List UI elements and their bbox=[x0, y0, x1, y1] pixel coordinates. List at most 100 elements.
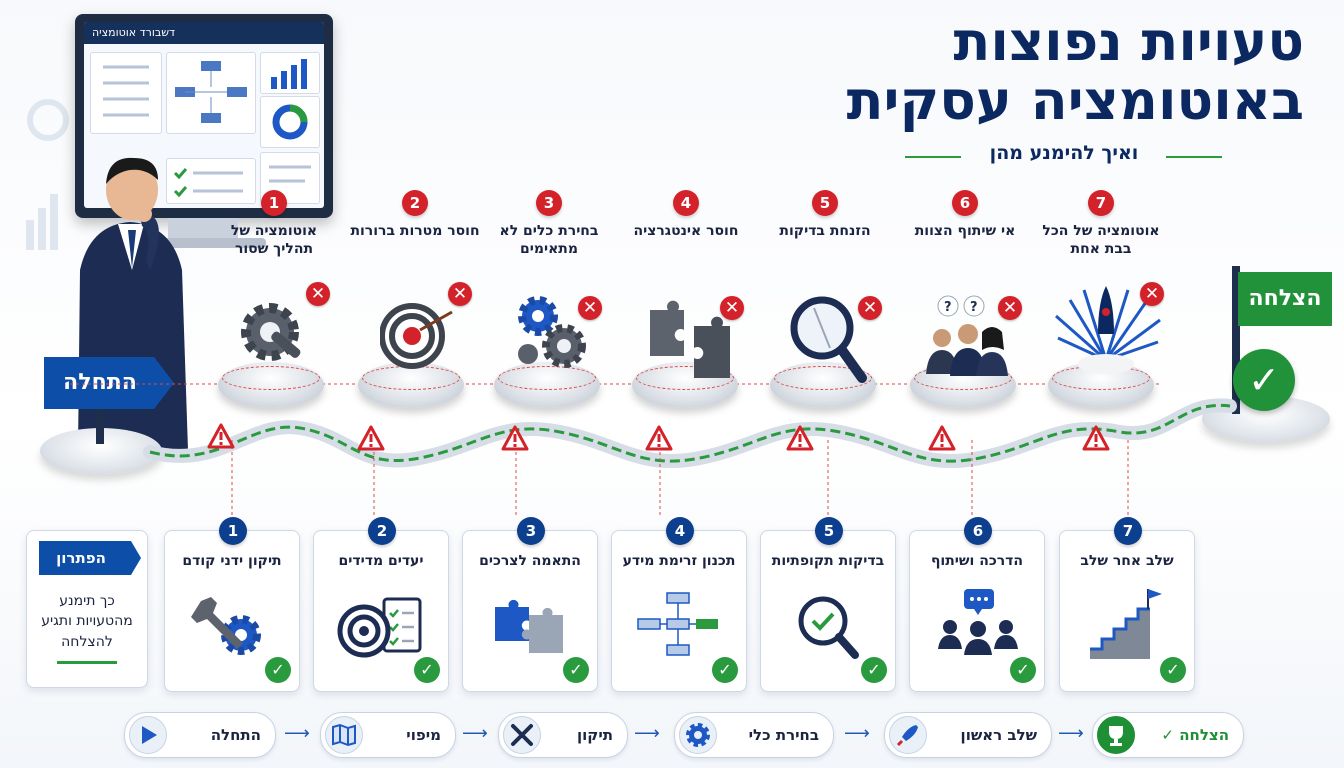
check-icon: ✓ bbox=[1010, 657, 1036, 683]
mistake-7: 7 אוטומציה של הכל בבת אחת bbox=[1036, 190, 1166, 262]
card-number: 4 bbox=[666, 517, 694, 545]
mistake-number: 3 bbox=[536, 190, 562, 216]
flowchart-icon bbox=[637, 592, 718, 656]
solution-card-4: 4 תכנון זרימת מידע ✓ bbox=[611, 517, 747, 692]
solution-underline bbox=[57, 661, 117, 664]
mistake-number: 2 bbox=[402, 190, 428, 216]
success-check-icon: ✓ bbox=[1233, 349, 1295, 411]
solution-tag-label: הפתרון bbox=[56, 549, 106, 567]
screen-donut-panel bbox=[260, 96, 320, 148]
solution-card: הפתרון כך תימנע מהטעויות ותגיע להצלחה bbox=[26, 530, 148, 688]
card-number: 5 bbox=[815, 517, 843, 545]
monitor-screen: דשבורד אוטומציה bbox=[84, 22, 324, 208]
step-arrow-icon: ⟶ bbox=[1058, 723, 1084, 744]
step-label: התחלה bbox=[210, 726, 261, 744]
monitor-base bbox=[140, 238, 266, 248]
step-arrow-icon: ⟶ bbox=[844, 723, 870, 744]
map-icon bbox=[332, 723, 356, 747]
mistake-label: אי שיתוף הצוות bbox=[914, 223, 1016, 239]
mistake-number: 4 bbox=[673, 190, 699, 216]
target-checklist-icon bbox=[337, 597, 422, 658]
trophy-icon bbox=[1109, 726, 1123, 746]
rocket-icon bbox=[896, 725, 918, 747]
monitor-header: דשבורד אוטומציה bbox=[84, 22, 324, 44]
mistake-2: 2 חוסר מטרות ברורות bbox=[350, 190, 480, 262]
solution-card-7: 7 שלב אחר שלב ✓ bbox=[1059, 517, 1195, 692]
error-x-icon: ✕ bbox=[306, 282, 330, 306]
screen-bar-panel bbox=[260, 52, 320, 94]
gear-icon bbox=[686, 723, 710, 747]
mistake-platform-ring bbox=[636, 366, 734, 390]
step-label: מיפוי bbox=[406, 726, 441, 744]
mistake-number: 1 bbox=[261, 190, 287, 216]
error-x-icon: ✕ bbox=[720, 296, 744, 320]
wrench-gear-icon bbox=[191, 597, 261, 655]
mistake-number: 5 bbox=[812, 190, 838, 216]
solution-card-1: 1 תיקון ידני קודם ✓ bbox=[164, 517, 300, 692]
puzzle-pieces-icon bbox=[650, 300, 730, 378]
title-line-1: טעויות נפוצות bbox=[953, 10, 1305, 73]
screen-check-panel bbox=[166, 158, 256, 204]
warning-icon bbox=[1082, 425, 1110, 455]
solution-text: כך תימנע מהטעויות ותגיע להצלחה bbox=[41, 593, 133, 650]
team-chat-icon bbox=[938, 589, 1018, 655]
mistake-label: בחירת כלים לא מתאימים bbox=[499, 223, 599, 258]
monitor-stand bbox=[168, 218, 238, 240]
subtitle-divider-right bbox=[1166, 156, 1222, 158]
screen-list-panel bbox=[90, 52, 162, 134]
page-title: טעויות נפוצות באוטומציה עסקית bbox=[784, 10, 1305, 132]
step-fix: תיקון bbox=[498, 712, 628, 758]
rocket-chaos-icon bbox=[1055, 286, 1161, 374]
error-x-icon: ✕ bbox=[858, 296, 882, 320]
error-x-icon: ✕ bbox=[998, 296, 1022, 320]
magnifier-check-icon bbox=[798, 596, 859, 659]
card-title: בדיקות תקופתיות bbox=[771, 553, 885, 569]
play-icon bbox=[142, 726, 157, 744]
subtitle-divider-left bbox=[905, 156, 961, 158]
card-number: 3 bbox=[517, 517, 545, 545]
background-decoration bbox=[26, 99, 69, 250]
solution-card-3: 3 התאמה לצרכים ✓ bbox=[462, 517, 598, 692]
step-first-stage: שלב ראשון bbox=[884, 712, 1052, 758]
broken-gear-icon bbox=[241, 303, 301, 361]
tools-icon bbox=[511, 724, 533, 746]
solution-card-5: 5 בדיקות תקופתיות ✓ bbox=[760, 517, 896, 692]
confused-team-icon: ? ? bbox=[926, 295, 1008, 376]
mistake-platform-ring bbox=[222, 366, 320, 390]
error-x-icon: ✕ bbox=[448, 282, 472, 306]
warning-icon bbox=[928, 425, 956, 455]
step-label: הצלחה ✓ bbox=[1161, 726, 1229, 744]
mistake-4: 4 חוסר אינטגרציה bbox=[621, 190, 751, 262]
warning-icon bbox=[357, 425, 385, 455]
step-label: תיקון bbox=[576, 726, 613, 744]
card-title: תכנון זרימת מידע bbox=[622, 553, 736, 569]
step-arrow-icon: ⟶ bbox=[634, 723, 660, 744]
mistake-platform-ring bbox=[498, 366, 596, 390]
check-icon: ✓ bbox=[414, 657, 440, 683]
svg-text:?: ? bbox=[944, 300, 952, 315]
card-number: 2 bbox=[368, 517, 396, 545]
mistake-label: חוסר אינטגרציה bbox=[633, 223, 739, 239]
card-number: 1 bbox=[219, 517, 247, 545]
puzzle-fit-icon bbox=[495, 599, 563, 653]
warning-icon bbox=[207, 423, 235, 453]
start-sign-label: התחלה bbox=[63, 370, 137, 395]
solution-tag: הפתרון bbox=[39, 541, 141, 575]
start-sign-pole bbox=[96, 400, 104, 444]
card-title: תיקון ידני קודם bbox=[182, 553, 282, 569]
warning-icon bbox=[501, 425, 529, 455]
start-sign: התחלה bbox=[44, 357, 174, 409]
magnifier-icon bbox=[790, 296, 867, 383]
mistake-6: 6 אי שיתוף הצוות bbox=[900, 190, 1030, 262]
step-arrow-icon: ⟶ bbox=[462, 723, 488, 744]
title-line-2: באוטומציה עסקית bbox=[846, 68, 1304, 132]
mistake-label: אוטומציה של הכל בבת אחת bbox=[1042, 223, 1160, 258]
mistake-3: 3 בחירת כלים לא מתאימים bbox=[484, 190, 614, 262]
check-icon: ✓ bbox=[265, 657, 291, 683]
target-icon bbox=[380, 303, 453, 369]
solution-card-6: 6 הדרכה ושיתוף ✓ bbox=[909, 517, 1045, 692]
mistake-5: 5 הזנחת בדיקות bbox=[760, 190, 890, 262]
check-icon: ✓ bbox=[563, 657, 589, 683]
mistake-label: אוטומציה של תהליך שסור bbox=[230, 223, 318, 258]
card-title: יעדים מדידים bbox=[338, 553, 424, 569]
